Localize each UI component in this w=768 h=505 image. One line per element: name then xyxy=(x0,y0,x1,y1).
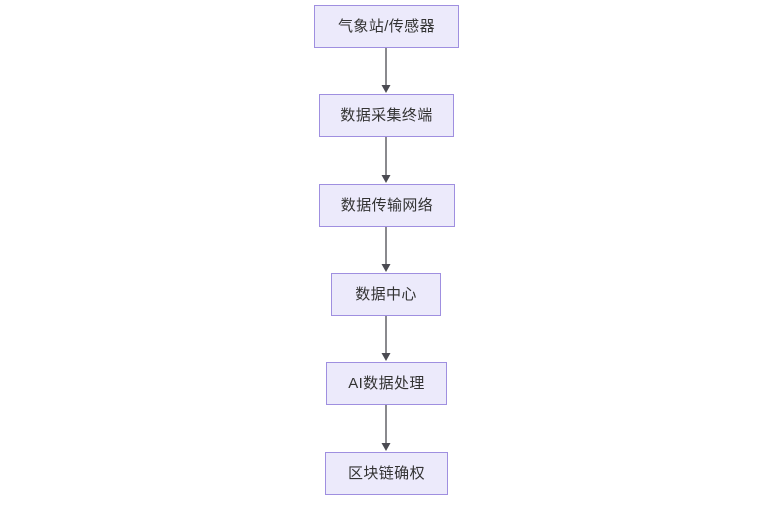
flow-node-label: 区块链确权 xyxy=(347,465,425,482)
flow-node-ai-data-processing[interactable]: AI数据处理 xyxy=(326,362,447,405)
flow-node-data-collection-terminal[interactable]: 数据采集终端 xyxy=(319,94,454,137)
flow-arrow-3 xyxy=(379,227,393,272)
flow-node-label: 气象站/传感器 xyxy=(338,18,435,35)
flow-node-label: AI数据处理 xyxy=(348,375,425,392)
flow-node-label: 数据采集终端 xyxy=(340,107,433,124)
flow-arrow-5 xyxy=(379,405,393,451)
flow-node-label: 数据中心 xyxy=(355,286,417,303)
flow-arrow-4 xyxy=(379,316,393,361)
flow-node-blockchain-verification[interactable]: 区块链确权 xyxy=(325,452,448,495)
flow-node-label: 数据传输网络 xyxy=(340,197,434,214)
flow-node-data-center[interactable]: 数据中心 xyxy=(331,273,441,316)
flow-node-weather-station[interactable]: 气象站/传感器 xyxy=(314,5,459,48)
flow-node-data-transmission-network[interactable]: 数据传输网络 xyxy=(319,184,455,227)
flow-arrow-2 xyxy=(379,137,393,183)
flow-arrow-1 xyxy=(379,48,393,93)
